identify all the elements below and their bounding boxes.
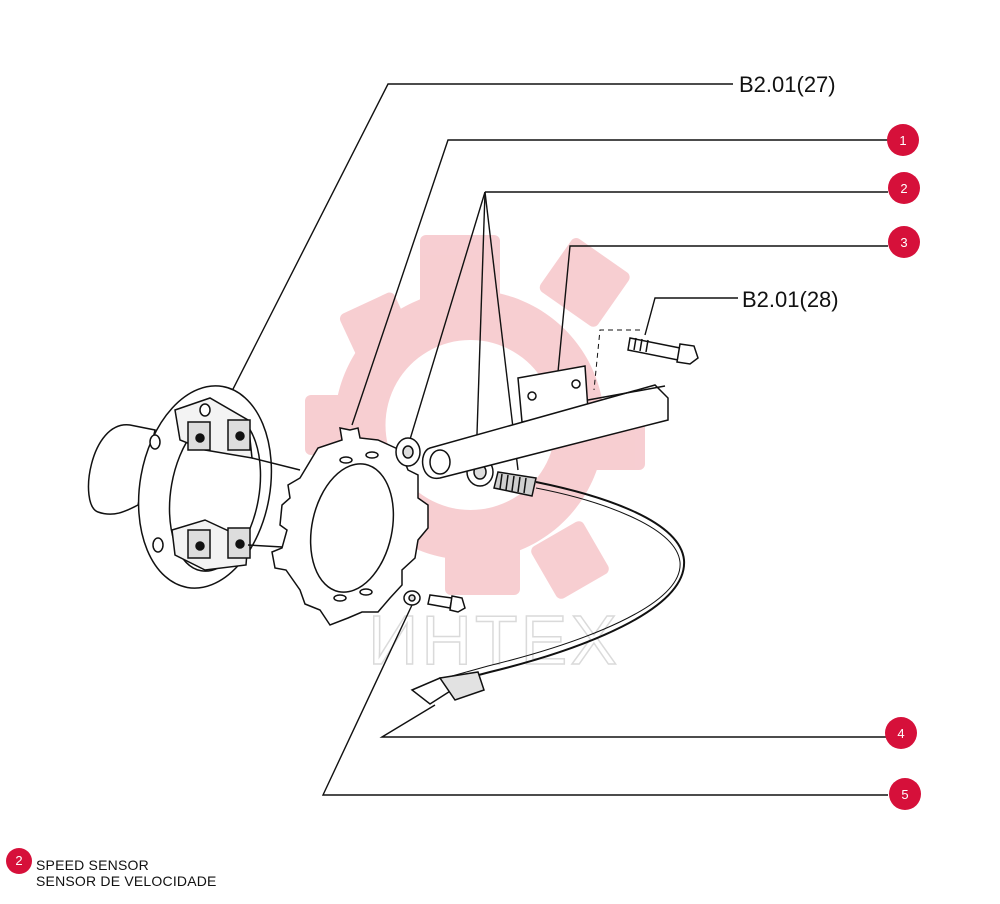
callout-3[interactable]: 3 — [888, 226, 920, 258]
callout-3-badge — [888, 226, 920, 258]
callout-5-badge — [889, 778, 921, 810]
bracket-bolt — [627, 337, 699, 365]
callout-2-badge — [888, 172, 920, 204]
callout-2[interactable]: 2 — [888, 172, 920, 204]
leader-callout-2-b — [475, 191, 486, 465]
leader-callout-2-c — [484, 191, 519, 471]
leader-callout-1 — [351, 139, 888, 426]
callout-3-number: 3 — [900, 235, 907, 250]
bolt-alignment-dash — [593, 329, 640, 391]
leader-b2-01-28 — [644, 297, 738, 336]
legend-description: SPEED SENSOR SENSOR DE VELOCIDADE — [36, 857, 217, 889]
callout-5[interactable]: 5 — [889, 778, 921, 810]
speed-sensor — [410, 471, 686, 705]
reference-label-b2-01-27: B2.01(27) — [739, 72, 836, 97]
legend-name-pt: SENSOR DE VELOCIDADE — [36, 873, 217, 889]
callout-1-badge — [887, 124, 919, 156]
callout-4[interactable]: 4 — [885, 717, 917, 749]
sensor-bracket — [421, 365, 669, 479]
callout-4-badge — [885, 717, 917, 749]
callout-1[interactable]: 1 — [887, 124, 919, 156]
legend-name-en: SPEED SENSOR — [36, 857, 149, 873]
tone-ring — [271, 427, 429, 626]
leader-callout-5 — [321, 604, 888, 796]
watermark: ИНТЕХ — [305, 235, 645, 680]
leader-lines — [229, 83, 888, 796]
legend-badge: 2 — [6, 848, 32, 874]
callout-4-number: 4 — [897, 726, 904, 741]
watermark-text: ИНТЕХ — [368, 601, 620, 679]
ring-bolt — [403, 590, 466, 613]
leader-b2-01-27 — [229, 83, 733, 396]
leader-callout-2-a — [407, 191, 486, 447]
leader-callout-4 — [379, 704, 886, 738]
callout-5-number: 5 — [901, 787, 908, 802]
reference-label-b2-01-28: B2.01(28) — [742, 287, 839, 312]
callout-2-number: 2 — [900, 181, 907, 196]
leader-callout-3 — [557, 245, 888, 373]
wheel-hub — [87, 385, 301, 589]
callout-1-number: 1 — [899, 133, 906, 148]
